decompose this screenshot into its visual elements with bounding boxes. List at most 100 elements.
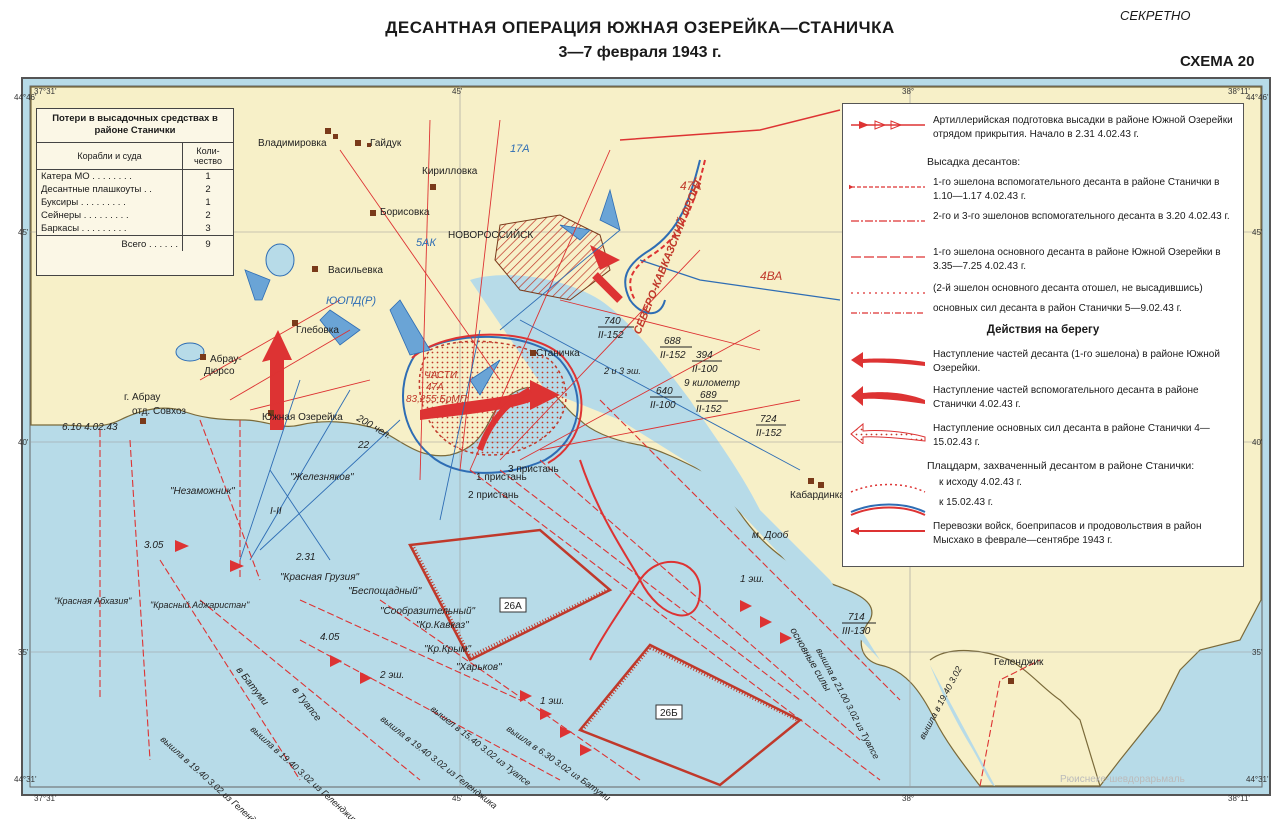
svg-text:640: 640 (656, 386, 673, 397)
table-row: Катера МО . . . . . . . .1 (37, 169, 233, 183)
grat-right-3: 40' (1252, 438, 1263, 447)
pier-1: 1 пристань (476, 472, 527, 483)
minefield-26a (408, 528, 613, 662)
losses-table: Потери в высадочных средствах в районе С… (36, 108, 234, 276)
svg-text:II-152: II-152 (660, 350, 686, 361)
losses-col-qty: Коли-чество (182, 143, 233, 170)
losses-col-ships: Корабли и суда (37, 143, 183, 170)
grat-left-2: 45' (18, 228, 29, 237)
label-22: 22 (357, 440, 370, 451)
grat-bottom-4: 38°11' (1228, 794, 1250, 803)
bridgehead-symbol (850, 503, 926, 516)
svg-text:II-100: II-100 (650, 400, 676, 411)
unit-26b: 26Б (660, 708, 678, 719)
svg-text:II-100: II-100 (692, 364, 718, 375)
grat-right-2: 45' (1252, 228, 1263, 237)
artillery-symbol (851, 120, 925, 130)
unit-chasti-47a: 47А (426, 382, 444, 393)
place-gaiduk: Гайдук (370, 138, 402, 149)
unit-17a: 17А (510, 143, 530, 155)
label-ech2: 2 эш. (379, 670, 404, 681)
map-subtitle: 3—7 февраля 1943 г. (558, 44, 722, 61)
map-title: ДЕСАНТНАЯ ОПЕРАЦИЯ ЮЖНАЯ ОЗЕРЕЙКА—СТАНИЧ… (385, 18, 895, 37)
place-9km: 9 километр (684, 378, 740, 389)
legend-landing-head: Высадка десантов: (927, 156, 1021, 168)
table-row: Десантные плашкоуты . .2 (37, 183, 233, 196)
line-symbol (851, 292, 925, 294)
table-row: Буксиры . . . . . . . . .1 (37, 196, 233, 209)
grat-bottom-1: 37°31' (34, 794, 57, 803)
ship-zheleznyakov: "Железняков" (290, 472, 354, 483)
svg-text:394: 394 (696, 350, 713, 361)
grat-top-1: 37°31' (34, 87, 57, 96)
bridgehead-symbol (850, 483, 926, 493)
place-stanichka: Станичка (536, 348, 580, 359)
ship-kr-krym: "Кр.Крым" (424, 644, 471, 655)
ship-kharkov: "Харьков" (456, 662, 502, 673)
grat-right-4: 35' (1252, 648, 1263, 657)
grat-bottom-3: 38° (902, 794, 914, 803)
place-mys-abrau: г. Абрау (124, 391, 160, 403)
ship-krasnaya-abkhaziya: "Красная Абхазия" (54, 596, 132, 606)
secret-stamp: СЕКРЕТНО (1120, 8, 1191, 23)
place-otd-sovkhoz: отд. Совхоз (132, 406, 186, 417)
unit-chasti: ЧАСТИ (424, 370, 458, 381)
attack-arrow-symbol (850, 422, 926, 444)
unit-brmp: 83,255 БрМП (406, 394, 468, 405)
svg-text:II-152: II-152 (598, 330, 624, 341)
legend-shore-head: Действия на берегу (986, 324, 1100, 336)
line-symbol (851, 312, 925, 314)
place-gelendzhik: Геленджик (994, 657, 1044, 668)
transport-loop (579, 459, 702, 661)
grat-left-1: 44°46' (14, 93, 37, 102)
time-3-05: 3.05 (144, 540, 164, 551)
grat-left-5: 44°31' (14, 775, 37, 784)
transport-symbol (851, 527, 925, 535)
grat-right-5: 44°31' (1246, 775, 1269, 784)
place-m-doob: м. Дооб (752, 529, 789, 541)
table-row: Сейнеры . . . . . . . . .2 (37, 209, 233, 222)
ship-nezamozhnik: "Незаможник" (170, 486, 235, 497)
time-2-31: 2.31 (295, 552, 315, 563)
label-ech1: 1 эш. (740, 574, 764, 585)
line-symbol (849, 181, 925, 193)
place-vasilevka: Васильевка (328, 265, 383, 276)
time-6-10: 6.10 4.02.43 (62, 422, 118, 433)
place-kirillovka: Кирилловка (422, 166, 478, 177)
grat-right-1: 44°46' (1246, 93, 1269, 102)
unit-47a: 47А (680, 179, 701, 193)
grat-bottom-2: 45' (452, 794, 463, 803)
unit-26a: 26А (504, 601, 522, 612)
watermark: Рюиснеке-шевдорарьмаль (1060, 774, 1185, 785)
ship-krasnaya-gruziya: "Красная Грузия" (280, 572, 360, 583)
place-yuzhnaya-ozereyka: Южная Озерейка (262, 412, 343, 423)
grat-top-2: 45' (452, 87, 463, 96)
pier-3: 3 пристань (508, 464, 559, 475)
svg-text:III-130: III-130 (842, 626, 871, 637)
place-dyurso: Дюрсо (204, 366, 235, 377)
table-row: Баркасы . . . . . . . . .3 (37, 222, 233, 236)
grat-left-3: 40' (18, 438, 29, 447)
place-kabardinka: Кабардинка (790, 489, 845, 501)
line-symbol (851, 256, 925, 258)
time-4-05: 4.05 (320, 632, 340, 643)
table-total-row: Всего . . . . . .9 (37, 235, 233, 251)
place-glebovka: Глебовка (296, 324, 339, 336)
svg-text:724: 724 (760, 414, 777, 425)
bridgehead-15-02 (402, 335, 579, 474)
echelon-2-3: 2 и 3 эш. (603, 366, 641, 376)
svg-text:II-152: II-152 (696, 404, 722, 415)
place-novorossiysk: НОВОРОССИЙСК (448, 228, 533, 241)
line-symbol (851, 220, 925, 222)
ship-kr-kavkaz: "Кр.Кавказ" (416, 620, 469, 631)
svg-text:II-152: II-152 (756, 428, 782, 439)
losses-title: Потери в высадочных средствах в районе С… (37, 109, 233, 143)
ship-soobrazitelny: "Сообразительный" (380, 605, 476, 617)
svg-text:714: 714 (848, 612, 865, 623)
